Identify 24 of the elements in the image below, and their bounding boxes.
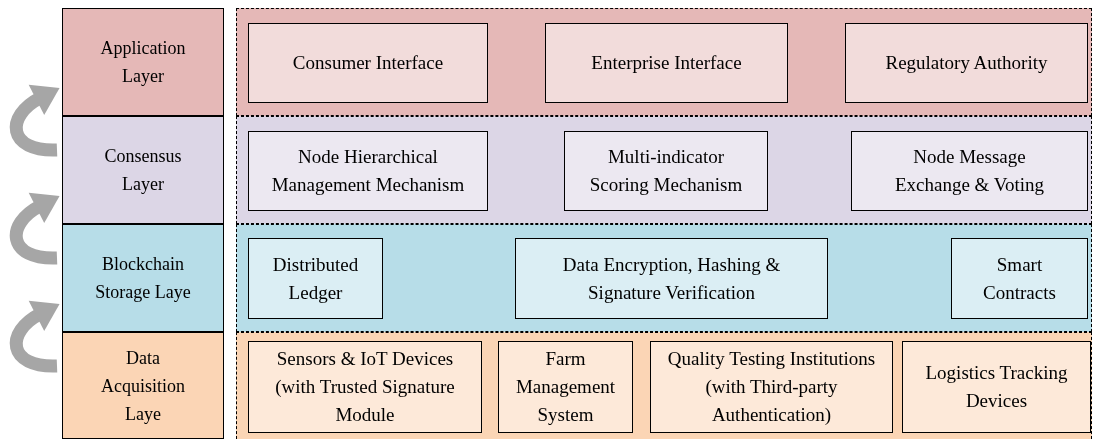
component-box: Distributed Ledger xyxy=(248,238,383,319)
component-box: Enterprise Interface xyxy=(545,23,788,103)
layer-box: Consensus Layer xyxy=(62,116,224,224)
component-box: Consumer Interface xyxy=(248,23,488,103)
curved-arrow xyxy=(9,301,59,373)
band-background xyxy=(236,8,1092,116)
curved-arrow xyxy=(9,85,59,157)
component-box: Data Encryption, Hashing & Signature Verification xyxy=(515,238,828,319)
component-box: Node Hierarchical Management Mechanism xyxy=(248,131,488,211)
component-box: Farm Management System xyxy=(498,341,633,433)
component-box: Quality Testing Institutions (with Third-party Authentication) xyxy=(650,341,893,433)
component-box: Regulatory Authority xyxy=(845,23,1088,103)
band-background xyxy=(236,224,1092,332)
band-background xyxy=(236,332,1092,439)
component-box: Logistics Tracking Devices xyxy=(902,341,1091,433)
layer-box: Application Layer xyxy=(62,8,224,116)
band-background xyxy=(236,116,1092,224)
component-box: Multi-indicator Scoring Mechanism xyxy=(564,131,768,211)
component-box: Sensors & IoT Devices (with Trusted Signature Module xyxy=(248,341,482,433)
layer-box: Data Acquisition Laye xyxy=(62,332,224,439)
curved-arrow xyxy=(9,193,59,265)
layer-box: Blockchain Storage Laye xyxy=(62,224,224,332)
component-box: Smart Contracts xyxy=(951,238,1088,319)
component-box: Node Message Exchange & Voting xyxy=(851,131,1088,211)
